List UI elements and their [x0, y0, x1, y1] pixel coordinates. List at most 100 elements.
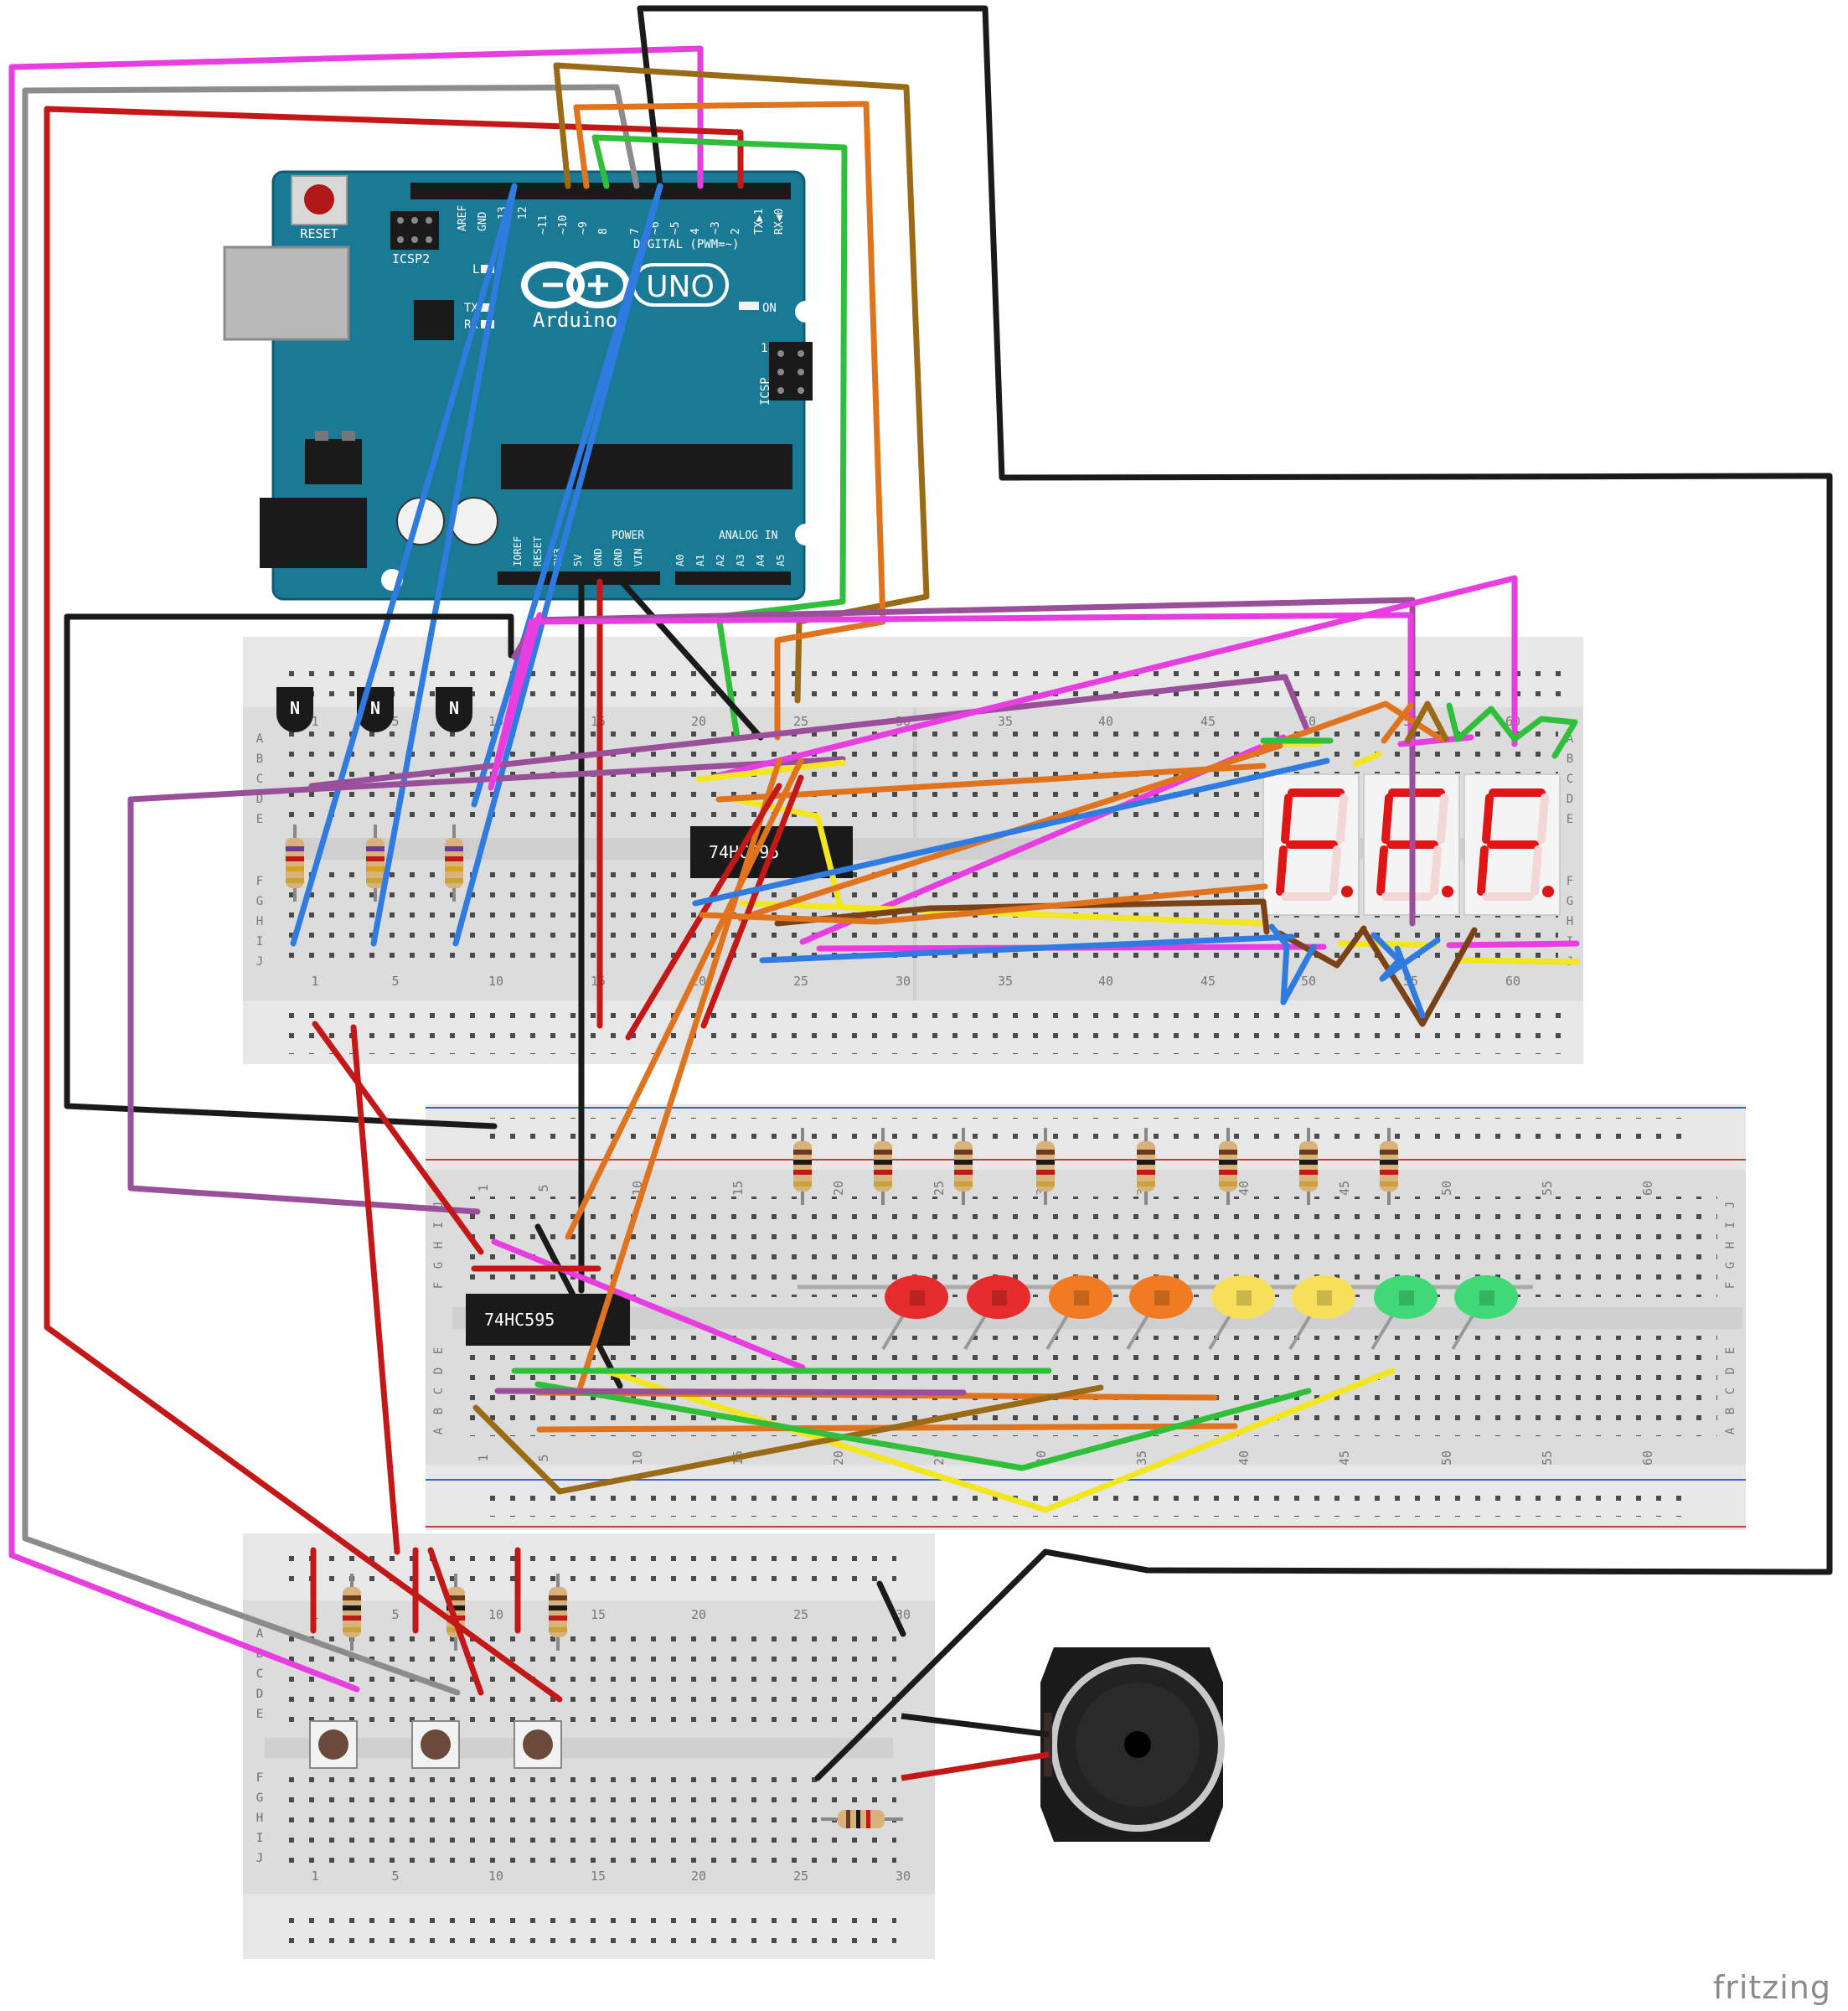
aref-label: AREF — [457, 205, 469, 231]
row-letter: E — [256, 1708, 263, 1721]
wire-red — [312, 1021, 484, 1255]
row-letter: C — [256, 773, 263, 786]
regulator — [305, 439, 362, 484]
power-pin-label: GND — [592, 548, 604, 566]
middle-resistors — [793, 1128, 1398, 1205]
wire-magenta — [1446, 940, 1580, 949]
brand-name: Arduino — [533, 308, 617, 332]
column-number: 35 — [998, 714, 1013, 729]
row-letter: E — [432, 1347, 446, 1354]
wire-yellow — [1352, 751, 1382, 768]
power-pin-label: RESET — [532, 536, 544, 566]
row-letter: B — [256, 752, 263, 766]
column-number: 40 — [1236, 1181, 1252, 1196]
wire-gray — [22, 84, 640, 189]
wire-orange — [565, 757, 804, 1240]
wire-black — [876, 1580, 906, 1637]
icsp2-header — [390, 211, 439, 250]
svg-text:74HC595: 74HC595 — [484, 1310, 555, 1330]
fritzing-watermark: fritzing — [1712, 1969, 1831, 2006]
column-number: 25 — [793, 1869, 808, 1884]
row-letter: H — [1567, 915, 1573, 928]
wire-orange — [576, 757, 782, 1393]
led — [1288, 1275, 1355, 1351]
column-number: 60 — [1640, 1450, 1655, 1466]
wire-brown — [1404, 700, 1449, 744]
wire-orange — [699, 883, 1268, 925]
row-letter: F — [1567, 875, 1573, 888]
column-number: 10 — [488, 1869, 503, 1884]
wire-blue — [370, 183, 518, 947]
resistor — [366, 825, 385, 902]
push-button-1[interactable] — [309, 1720, 358, 1769]
led — [1451, 1275, 1518, 1351]
wire-purple — [308, 674, 1310, 789]
row-letter: C — [256, 1667, 263, 1681]
analog-header-label: ANALOG IN — [719, 530, 777, 542]
usb-port — [223, 246, 350, 341]
resistor — [1036, 1128, 1055, 1205]
column-number: 10 — [488, 1607, 503, 1622]
svg-text:N: N — [449, 698, 459, 718]
row-letter: J — [432, 1202, 446, 1208]
column-number: 15 — [591, 1607, 606, 1622]
digital-pin-label: 4 — [689, 228, 702, 235]
column-number: 25 — [793, 714, 808, 729]
column-number: 35 — [1134, 1450, 1149, 1466]
row-letter: H — [1724, 1242, 1737, 1248]
column-number: 1 — [311, 714, 318, 729]
digital-header — [410, 183, 791, 199]
push-button-3[interactable] — [514, 1720, 562, 1769]
digital-pin-label: RX◀0 — [773, 209, 786, 235]
row-letter: D — [1567, 793, 1573, 806]
row-letter: G — [256, 1791, 263, 1805]
svg-text:N: N — [290, 698, 300, 718]
wire-magenta — [714, 575, 1518, 779]
row-letter: F — [256, 1771, 263, 1785]
column-number: 20 — [691, 1607, 706, 1622]
row-letter: D — [256, 793, 263, 806]
resistor — [1380, 1128, 1398, 1205]
analog-pin-label: A5 — [775, 555, 787, 566]
analog-pin-label: A0 — [674, 555, 686, 566]
row-letter: H — [256, 915, 263, 928]
on-label: ON — [762, 302, 777, 315]
row-letter: H — [256, 1812, 263, 1825]
column-number: 1 — [311, 974, 318, 989]
icsp-label: ICSP — [759, 377, 772, 406]
row-letter: E — [256, 1708, 263, 1721]
push-button-2[interactable] — [411, 1720, 460, 1769]
row-letter: J — [256, 955, 263, 969]
column-number: 5 — [536, 1184, 551, 1192]
row-letter: B — [1567, 752, 1573, 766]
wire-blue — [1268, 923, 1317, 1006]
row-letter: E — [1567, 813, 1573, 826]
row-letter: C — [1724, 1388, 1737, 1394]
column-number: 20 — [831, 1450, 846, 1466]
gnd-label: GND — [477, 211, 489, 231]
row-letter: A — [256, 732, 264, 746]
wire-magenta — [488, 612, 543, 791]
column-number: 55 — [1540, 1450, 1555, 1466]
wire-blue — [1394, 945, 1426, 1019]
digital-pin-label: 7 — [629, 228, 642, 235]
row-letter: G — [1567, 895, 1573, 908]
wire-blue — [1371, 932, 1441, 982]
power-header-label: POWER — [612, 530, 644, 542]
row-letter: C — [256, 1667, 263, 1681]
wire-black — [637, 5, 1833, 1781]
row-letter: F — [256, 1771, 263, 1785]
row-letter: F — [1724, 1282, 1737, 1289]
wire-red — [44, 106, 744, 189]
column-number: 45 — [1337, 1181, 1352, 1196]
seven-segment-digit: F. — [1463, 773, 1561, 916]
row-letter: A — [1724, 1427, 1737, 1435]
icsp-pin1-label: 1 — [761, 342, 767, 355]
column-number: 20 — [691, 714, 706, 729]
digital-header-label: DIGITAL (PWM=~) — [633, 238, 739, 251]
resistor — [793, 1128, 812, 1205]
wire-darkbrown — [1277, 925, 1367, 969]
